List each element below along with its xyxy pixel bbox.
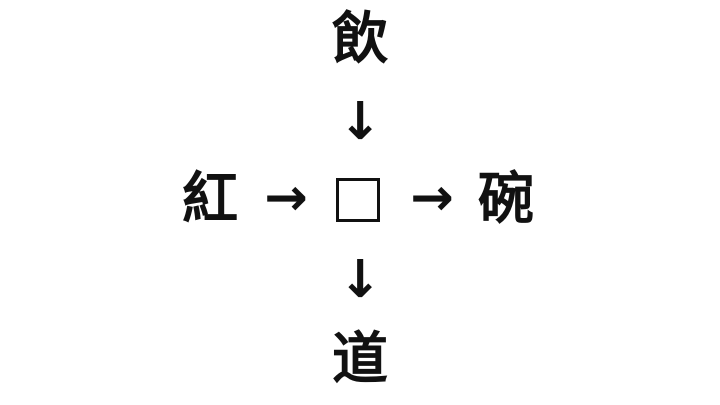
- arrow-right-icon: →: [410, 168, 454, 228]
- arrow-down-icon: ↓: [338, 250, 382, 310]
- left-kanji: 紅: [182, 167, 238, 232]
- arrow-right-icon: →: [264, 168, 308, 228]
- top-kanji: 飲: [332, 7, 388, 72]
- arrow-down-icon: ↓: [338, 92, 382, 152]
- answer-blank-box[interactable]: [336, 178, 380, 222]
- bottom-kanji: 道: [332, 327, 388, 392]
- right-kanji: 碗: [478, 167, 534, 232]
